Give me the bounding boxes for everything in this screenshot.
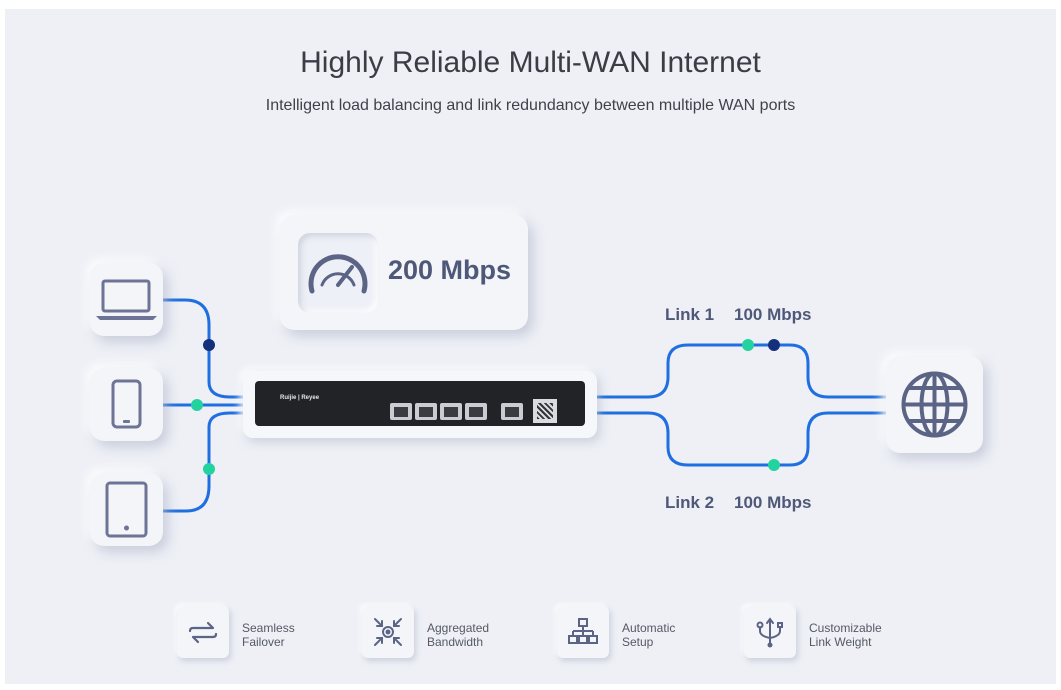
globe-icon	[901, 371, 968, 438]
wan-link-2	[597, 411, 890, 467]
link-dot	[742, 339, 754, 351]
network-tree-icon	[568, 618, 598, 644]
laptop-card	[90, 263, 163, 336]
link-1-name: Link 1	[665, 305, 715, 324]
tablet-icon	[105, 481, 148, 538]
page-title: Highly Reliable Multi-WAN Internet	[300, 46, 761, 79]
link-dot	[203, 339, 215, 351]
phone-card	[90, 368, 163, 441]
internet-card	[886, 356, 983, 453]
phone-icon	[111, 379, 142, 429]
feature-bandwidth-card	[362, 606, 414, 658]
router-device: Ruijie | Reyee	[255, 381, 585, 426]
speedometer-icon	[308, 254, 368, 294]
tablet-link	[163, 411, 252, 513]
wan-link-1	[597, 343, 890, 399]
router-wan-port	[501, 403, 523, 420]
router-port	[440, 403, 462, 420]
link-dot	[203, 463, 215, 475]
laptop-link	[163, 298, 252, 399]
speed-value: 200 Mbps	[388, 255, 512, 285]
page-subtitle: Intelligent load balancing and link redu…	[265, 97, 796, 114]
link-2-speed: 100 Mbps	[734, 493, 812, 512]
failover-arrows-icon	[188, 621, 218, 644]
link-dot	[768, 459, 780, 471]
router-card: Ruijie | Reyee	[243, 371, 597, 438]
usb-branch-icon	[756, 617, 783, 648]
router-qr-code	[533, 399, 557, 423]
link-dot	[768, 339, 780, 351]
feature-weight-card	[744, 606, 796, 658]
tablet-card	[90, 473, 163, 546]
router-brand: Ruijie | Reyee	[280, 395, 320, 401]
router-port	[415, 403, 437, 420]
laptop-icon	[96, 279, 157, 320]
link-dot	[191, 399, 203, 411]
feature-failover-card	[177, 606, 229, 658]
speedometer-well	[298, 233, 378, 313]
diagram-panel	[5, 9, 1056, 684]
link-1-speed: 100 Mbps	[734, 305, 812, 324]
router-port	[390, 403, 412, 420]
link-2-name: Link 2	[665, 493, 715, 512]
router-port	[465, 403, 487, 420]
feature-setup-card	[557, 606, 609, 658]
aggregate-icon	[374, 618, 402, 646]
